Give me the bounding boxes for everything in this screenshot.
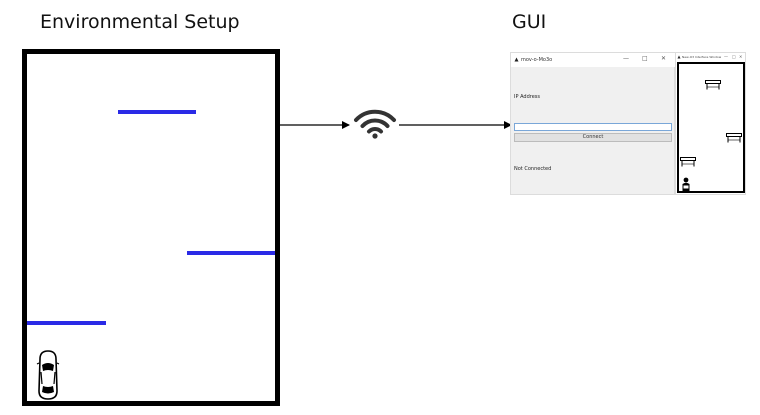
sim-arena	[677, 62, 745, 193]
app-logo-icon	[514, 57, 519, 62]
app-window: mov-o-Mo3o — □ ✕ IP Address Connect Not …	[510, 52, 676, 195]
maximize-button[interactable]: □	[642, 55, 648, 62]
connect-button[interactable]: Connect	[514, 133, 672, 142]
close-button[interactable]: ✕	[661, 55, 667, 62]
car-icon	[36, 350, 60, 400]
sim-titlebar: New-O3 Interface Window — □ ✕	[676, 53, 746, 61]
app-titlebar: mov-o-Mo3o — □ ✕	[511, 53, 676, 67]
sim-logo-icon	[677, 55, 681, 59]
sim-title: New-O3 Interface Window	[682, 55, 722, 59]
minimize-button[interactable]: —	[623, 55, 629, 62]
connection-status: Not Connected	[514, 166, 552, 172]
ip-address-label: IP Address	[514, 94, 540, 100]
gui-heading: GUI	[512, 11, 547, 33]
wall-bottom-left	[27, 321, 106, 325]
sim-minimize-button[interactable]: —	[724, 54, 728, 59]
desk-icon	[680, 157, 696, 167]
desk-icon	[726, 133, 742, 143]
desk-icon	[705, 80, 721, 90]
sim-close-button[interactable]: ✕	[739, 54, 743, 59]
environment-arena	[22, 49, 280, 406]
ip-address-input[interactable]	[514, 123, 672, 131]
wall-top	[118, 110, 196, 114]
simulation-window: New-O3 Interface Window — □ ✕	[675, 52, 746, 195]
gui-screenshot: mov-o-Mo3o — □ ✕ IP Address Connect Not …	[510, 52, 746, 195]
sim-maximize-button[interactable]: □	[732, 54, 736, 59]
environment-heading: Environmental Setup	[40, 11, 240, 33]
wifi-icon	[354, 109, 396, 139]
app-title: mov-o-Mo3o	[521, 57, 553, 63]
wall-middle-right	[187, 251, 275, 255]
robot-icon	[682, 177, 690, 193]
